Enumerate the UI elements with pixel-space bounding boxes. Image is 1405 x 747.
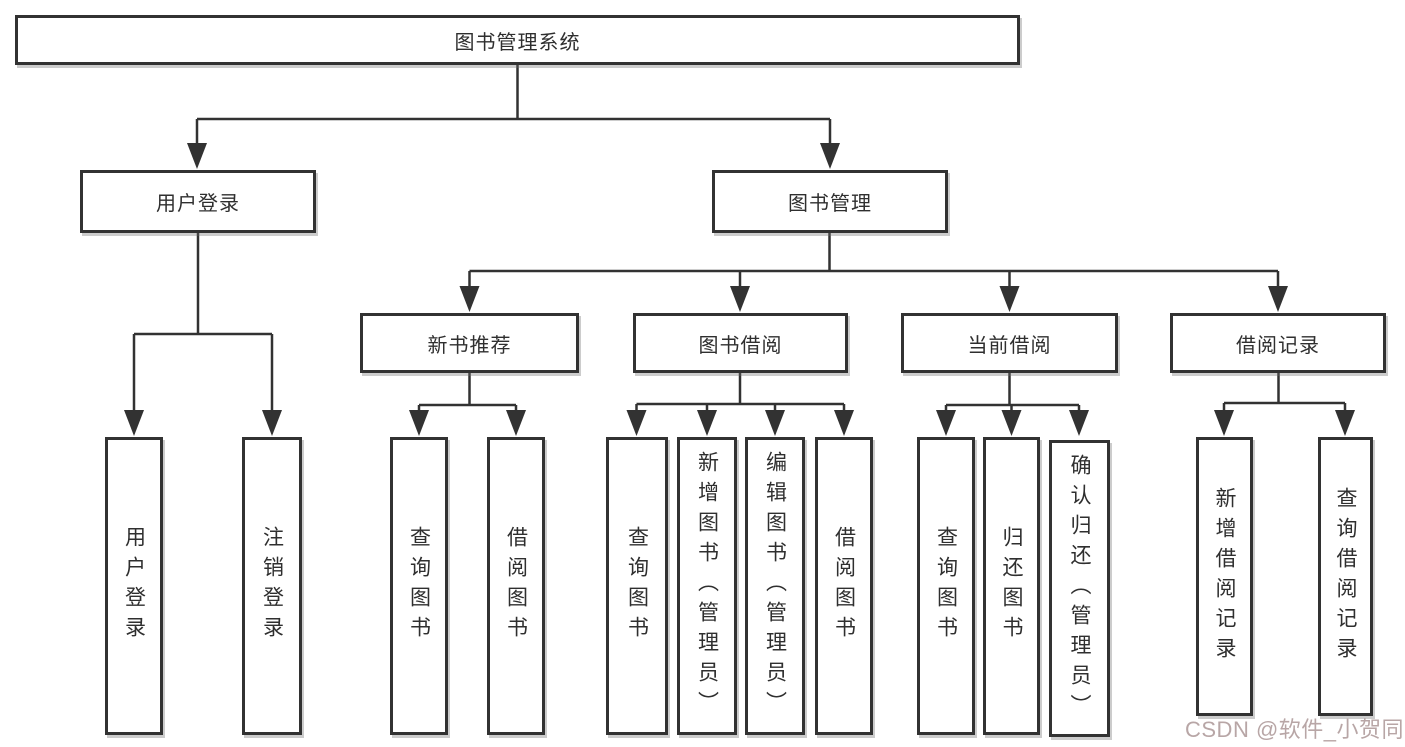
node-current-borrowing: 当前借阅 [901, 313, 1118, 373]
arrow-down-icon [262, 410, 282, 436]
arrow-down-icon [765, 410, 785, 436]
node-book-management: 图书管理 [712, 170, 948, 233]
arrow-down-icon [999, 286, 1020, 312]
arrow-down-icon [820, 143, 840, 169]
node-label: 当前借阅 [967, 334, 1052, 357]
node-label: 图书管理 [788, 193, 872, 215]
leaf-logout: 注销登录 [242, 437, 302, 735]
leaf-borrow-books-recommend: 借阅图书 [487, 437, 545, 735]
leaf-query-books-recommend: 查询图书 [390, 437, 448, 735]
node-label: 查询图书 [407, 526, 431, 646]
node-label: 查询借阅记录 [1334, 486, 1357, 667]
arrow-down-icon [1335, 410, 1355, 436]
node-user-login: 用户登录 [80, 170, 316, 233]
node-label: 新增借阅记录 [1213, 486, 1236, 667]
node-label: 用户登录 [156, 193, 240, 215]
arrow-down-icon [1268, 286, 1288, 312]
node-label: 借阅图书 [504, 526, 528, 646]
arrowheads [124, 143, 1355, 436]
arrow-down-icon [187, 143, 207, 169]
arrow-down-icon [1001, 410, 1022, 436]
arrow-down-icon [1069, 410, 1089, 436]
leaf-return-book: 归还图书 [983, 437, 1040, 735]
arrow-down-icon [409, 410, 429, 436]
node-label: 确认归还（管理员） [1068, 453, 1091, 724]
arrow-down-icon [936, 410, 956, 436]
node-label: 注销登录 [260, 526, 284, 646]
arrow-down-icon [697, 410, 717, 436]
arrow-down-icon [459, 286, 480, 312]
leaf-edit-book-admin: 编辑图书（管理员） [745, 437, 805, 735]
arrow-down-icon [626, 410, 647, 436]
leaf-query-borrow-record: 查询借阅记录 [1318, 437, 1373, 716]
node-label: 新增图书（管理员） [695, 451, 719, 721]
arrow-down-icon [506, 410, 526, 436]
node-label: 编辑图书（管理员） [763, 451, 787, 721]
node-new-book-recommend: 新书推荐 [360, 313, 579, 373]
leaf-add-book-admin: 新增图书（管理员） [677, 437, 737, 735]
node-borrow-records: 借阅记录 [1170, 313, 1386, 373]
arrow-down-icon [1214, 410, 1234, 436]
node-label: 用户登录 [122, 526, 146, 646]
node-label: 图书管理系统 [454, 31, 581, 54]
node-label: 查询图书 [625, 526, 649, 646]
node-label: 借阅记录 [1236, 334, 1320, 357]
leaf-add-borrow-record: 新增借阅记录 [1196, 437, 1253, 716]
node-label: 新书推荐 [427, 334, 512, 357]
leaf-query-books-current: 查询图书 [917, 437, 975, 735]
arrow-down-icon [730, 286, 750, 312]
leaf-user-login: 用户登录 [105, 437, 163, 735]
node-label: 查询图书 [934, 526, 958, 646]
arrow-down-icon [834, 410, 854, 436]
arrow-down-icon [124, 410, 144, 436]
node-label: 归还图书 [1000, 526, 1023, 646]
leaf-borrow-books: 借阅图书 [815, 437, 873, 735]
node-book-borrowing: 图书借阅 [633, 313, 848, 373]
node-label: 借阅图书 [832, 526, 856, 646]
node-label: 图书借阅 [698, 334, 783, 357]
node-library-system: 图书管理系统 [15, 15, 1020, 65]
leaf-query-books-borrowing: 查询图书 [606, 437, 668, 735]
leaf-confirm-return-admin: 确认归还（管理员） [1049, 440, 1110, 737]
